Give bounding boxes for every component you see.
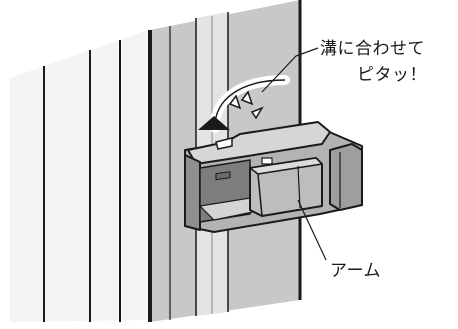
clip-notch [215, 137, 233, 150]
left-panel [10, 30, 148, 322]
leader-line-arm [297, 199, 327, 261]
callout-groove-line2: ピタッ！ [357, 65, 427, 85]
callout-arm: アーム [330, 261, 381, 281]
burst-2 [240, 90, 254, 106]
burst-3 [250, 106, 264, 120]
clip-left-wall [184, 154, 201, 231]
arm-tab [261, 157, 273, 165]
arm-top-face [249, 157, 323, 175]
burst-1 [228, 94, 242, 110]
arm-divider [297, 165, 301, 209]
clip-right-flange [329, 143, 363, 211]
arm-vertical-edge [257, 173, 263, 217]
leader-line-groove [261, 47, 319, 93]
callout-groove-line1: 溝に合わせて [320, 39, 425, 59]
motion-arrow [198, 75, 290, 133]
floor-slot [215, 171, 231, 181]
snap-burst-icon [228, 90, 264, 120]
clip-bracket [184, 121, 363, 233]
arrow-head-inner [204, 120, 224, 128]
